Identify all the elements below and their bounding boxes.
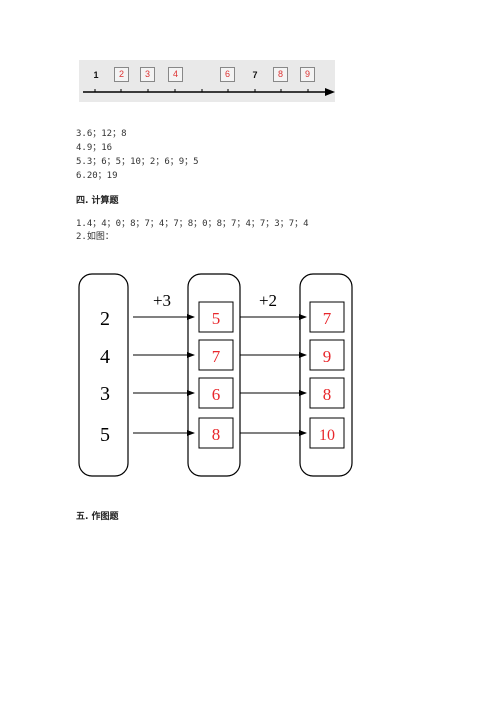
answer-value: 8	[323, 385, 332, 404]
answer-value: 8	[212, 425, 221, 444]
answer-value: 5	[212, 309, 221, 328]
answer-value: 9	[323, 347, 332, 366]
number-line-answer-box: 2	[114, 67, 129, 82]
answer-line: 6.20；19	[76, 171, 118, 181]
answer-box	[198, 417, 234, 449]
number-line-axis	[83, 88, 335, 96]
section-heading: 五. 作图题	[76, 512, 119, 522]
answer-box	[309, 301, 345, 333]
answer-box	[309, 339, 345, 371]
section-heading: 四. 计算题	[76, 196, 119, 206]
number-line-answer-box: 8	[273, 67, 288, 82]
number-line-answer-box: 9	[300, 67, 315, 82]
answer-box	[309, 417, 345, 449]
answer-box	[309, 377, 345, 409]
answer-line: 2.如图：	[76, 232, 114, 242]
number-line-answer-box: 3	[140, 67, 155, 82]
number-line-answer-box: 4	[168, 67, 183, 82]
answer-line: 3.6；12；8	[76, 129, 127, 139]
input-number: 4	[100, 346, 110, 368]
number-line: 1 2 3 4 6 7 8 9	[79, 60, 335, 102]
input-number: 5	[100, 424, 110, 446]
operation-label-plus3: +3	[153, 291, 171, 310]
number-line-label: 7	[252, 70, 258, 80]
input-number: 2	[100, 308, 110, 330]
answer-box	[198, 339, 234, 371]
answer-line: 1.4；4；0；8；7；4；7；8；0；8；7；4；7；3；7；4	[76, 219, 309, 229]
number-line-label: 1	[93, 70, 99, 80]
answer-value: 7	[323, 309, 332, 328]
number-line-answer-box: 6	[220, 67, 235, 82]
answer-value: 6	[212, 385, 221, 404]
answer-box	[198, 377, 234, 409]
answer-line: 4.9；16	[76, 143, 113, 153]
input-number: 3	[100, 383, 110, 405]
answer-value: 10	[319, 427, 335, 444]
operation-label-plus2: +2	[259, 291, 277, 310]
answer-line: 5.3；6；5；10；2；6；9；5	[76, 157, 199, 167]
arrow-diagram: +3 +2 2 5 7 4 7 9 3 6 8 5 8 10	[78, 273, 353, 477]
capsule-left	[78, 273, 129, 477]
answer-box	[198, 301, 234, 333]
answer-value: 7	[212, 347, 221, 366]
